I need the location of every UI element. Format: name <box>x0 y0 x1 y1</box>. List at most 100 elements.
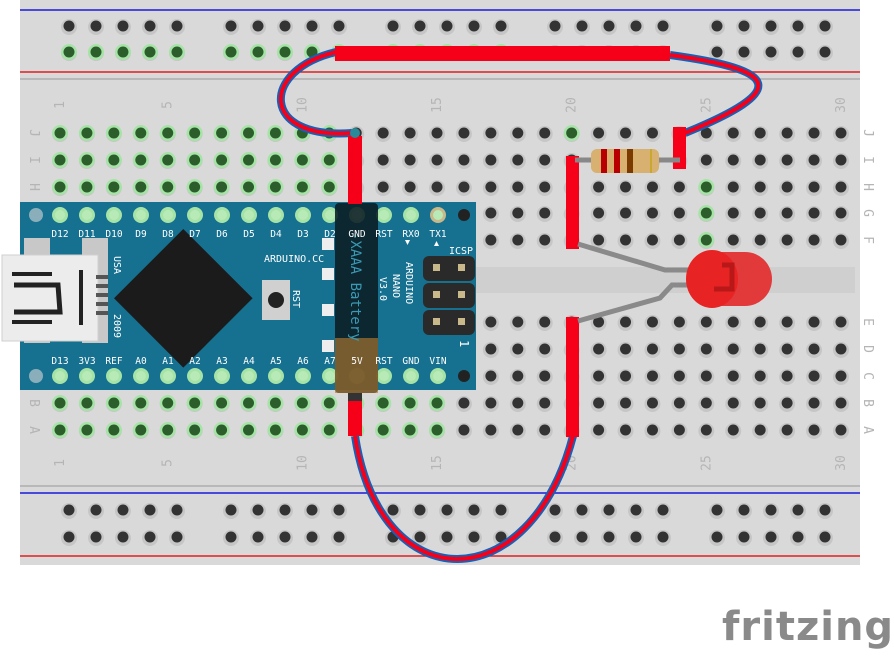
breadboard-hole[interactable] <box>754 234 766 246</box>
breadboard-hole[interactable] <box>377 127 389 139</box>
breadboard-hole[interactable] <box>279 46 291 58</box>
breadboard-hole[interactable] <box>711 531 723 543</box>
breadboard-hole[interactable] <box>539 154 551 166</box>
breadboard-hole[interactable] <box>765 46 777 58</box>
breadboard-hole[interactable] <box>512 343 524 355</box>
breadboard-hole[interactable] <box>727 207 739 219</box>
breadboard-hole[interactable] <box>63 531 75 543</box>
breadboard-hole[interactable] <box>333 20 345 32</box>
breadboard-hole[interactable] <box>495 20 507 32</box>
breadboard-hole[interactable] <box>835 234 847 246</box>
breadboard-hole[interactable] <box>700 154 712 166</box>
breadboard-hole[interactable] <box>711 504 723 516</box>
breadboard-hole[interactable] <box>216 154 228 166</box>
breadboard-hole[interactable] <box>646 181 658 193</box>
breadboard-hole[interactable] <box>620 127 632 139</box>
breadboard-hole[interactable] <box>269 181 281 193</box>
breadboard-hole[interactable] <box>441 20 453 32</box>
breadboard-hole[interactable] <box>90 504 102 516</box>
breadboard-hole[interactable] <box>539 424 551 436</box>
breadboard-hole[interactable] <box>63 46 75 58</box>
breadboard-hole[interactable] <box>243 127 255 139</box>
breadboard-hole[interactable] <box>296 397 308 409</box>
breadboard-hole[interactable] <box>603 20 615 32</box>
breadboard-hole[interactable] <box>620 181 632 193</box>
breadboard-hole[interactable] <box>808 154 820 166</box>
breadboard-hole[interactable] <box>835 127 847 139</box>
breadboard-hole[interactable] <box>296 181 308 193</box>
breadboard-hole[interactable] <box>441 504 453 516</box>
breadboard-hole[interactable] <box>593 370 605 382</box>
breadboard-hole[interactable] <box>754 181 766 193</box>
breadboard-hole[interactable] <box>593 181 605 193</box>
breadboard-hole[interactable] <box>727 397 739 409</box>
breadboard-hole[interactable] <box>63 504 75 516</box>
breadboard-hole[interactable] <box>81 424 93 436</box>
breadboard-hole[interactable] <box>754 316 766 328</box>
breadboard-hole[interactable] <box>387 504 399 516</box>
breadboard-hole[interactable] <box>414 504 426 516</box>
breadboard-hole[interactable] <box>700 343 712 355</box>
breadboard-hole[interactable] <box>593 127 605 139</box>
breadboard-hole[interactable] <box>539 316 551 328</box>
breadboard-hole[interactable] <box>54 424 66 436</box>
breadboard-hole[interactable] <box>243 424 255 436</box>
breadboard-hole[interactable] <box>377 397 389 409</box>
breadboard-hole[interactable] <box>323 397 335 409</box>
breadboard-hole[interactable] <box>404 154 416 166</box>
breadboard-hole[interactable] <box>108 154 120 166</box>
breadboard-hole[interactable] <box>781 207 793 219</box>
breadboard-hole[interactable] <box>404 424 416 436</box>
breadboard-hole[interactable] <box>54 397 66 409</box>
breadboard-hole[interactable] <box>576 531 588 543</box>
breadboard-hole[interactable] <box>657 531 669 543</box>
breadboard-hole[interactable] <box>431 181 443 193</box>
breadboard-hole[interactable] <box>808 234 820 246</box>
breadboard-hole[interactable] <box>512 424 524 436</box>
breadboard-hole[interactable] <box>727 181 739 193</box>
breadboard-hole[interactable] <box>441 531 453 543</box>
breadboard-hole[interactable] <box>808 181 820 193</box>
breadboard-hole[interactable] <box>539 181 551 193</box>
breadboard-hole[interactable] <box>673 397 685 409</box>
breadboard-hole[interactable] <box>189 424 201 436</box>
breadboard-hole[interactable] <box>792 46 804 58</box>
breadboard-hole[interactable] <box>646 127 658 139</box>
breadboard-hole[interactable] <box>135 181 147 193</box>
breadboard-hole[interactable] <box>468 20 480 32</box>
breadboard-hole[interactable] <box>808 424 820 436</box>
breadboard-hole[interactable] <box>512 154 524 166</box>
breadboard-hole[interactable] <box>189 181 201 193</box>
breadboard-hole[interactable] <box>835 424 847 436</box>
breadboard-hole[interactable] <box>117 20 129 32</box>
breadboard-hole[interactable] <box>144 504 156 516</box>
breadboard-hole[interactable] <box>269 424 281 436</box>
breadboard-hole[interactable] <box>225 20 237 32</box>
breadboard-hole[interactable] <box>620 397 632 409</box>
breadboard-hole[interactable] <box>819 20 831 32</box>
breadboard-hole[interactable] <box>673 234 685 246</box>
breadboard-hole[interactable] <box>754 370 766 382</box>
breadboard-hole[interactable] <box>620 370 632 382</box>
breadboard-hole[interactable] <box>700 316 712 328</box>
breadboard-hole[interactable] <box>162 154 174 166</box>
breadboard-hole[interactable] <box>727 343 739 355</box>
breadboard-hole[interactable] <box>108 397 120 409</box>
breadboard-hole[interactable] <box>296 154 308 166</box>
breadboard-hole[interactable] <box>792 531 804 543</box>
breadboard-hole[interactable] <box>323 181 335 193</box>
breadboard-hole[interactable] <box>835 154 847 166</box>
breadboard-hole[interactable] <box>144 20 156 32</box>
breadboard-hole[interactable] <box>144 46 156 58</box>
breadboard-hole[interactable] <box>269 127 281 139</box>
breadboard-hole[interactable] <box>781 424 793 436</box>
breadboard-hole[interactable] <box>792 504 804 516</box>
breadboard-hole[interactable] <box>81 397 93 409</box>
breadboard-hole[interactable] <box>387 20 399 32</box>
breadboard-hole[interactable] <box>171 531 183 543</box>
breadboard-hole[interactable] <box>738 20 750 32</box>
breadboard-hole[interactable] <box>216 127 228 139</box>
breadboard-hole[interactable] <box>646 343 658 355</box>
breadboard-hole[interactable] <box>657 20 669 32</box>
breadboard-hole[interactable] <box>819 46 831 58</box>
